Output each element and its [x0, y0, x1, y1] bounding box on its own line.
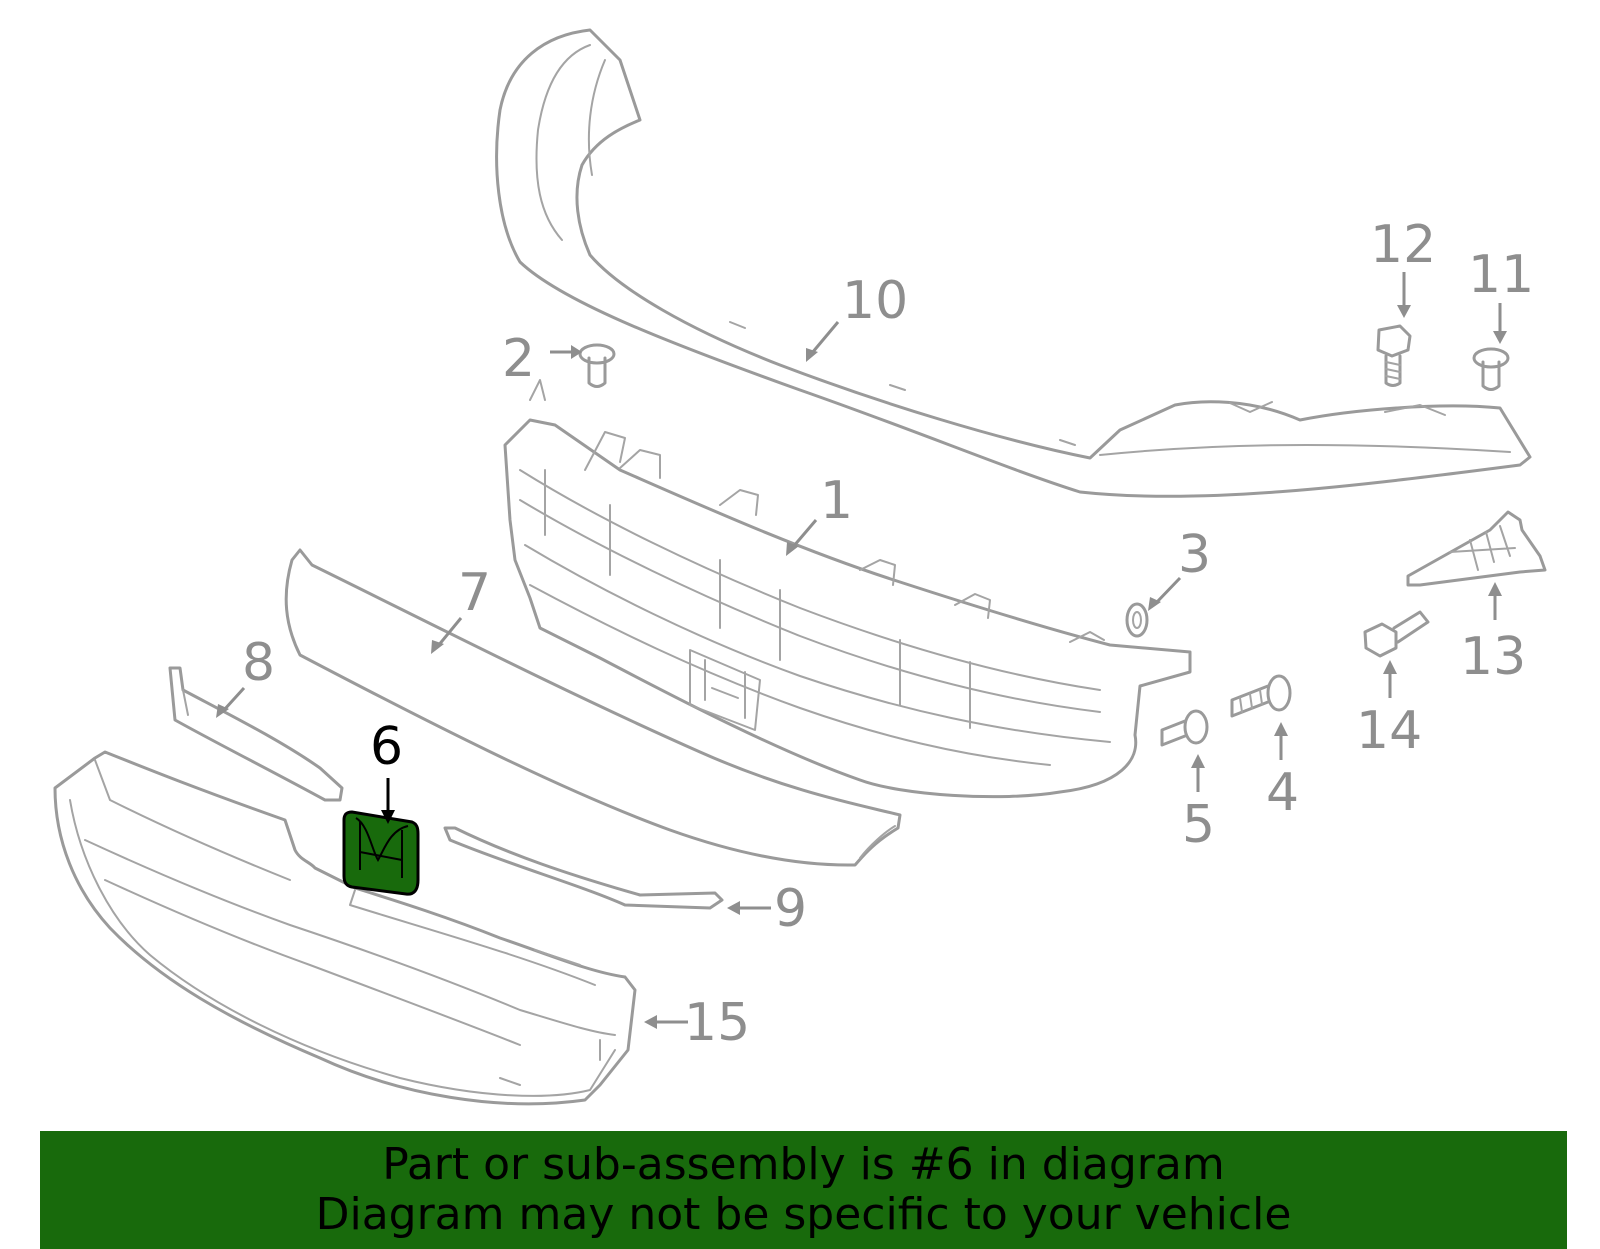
callout-10: 10 — [842, 271, 908, 331]
part-13-bracket — [1406, 510, 1547, 587]
part-4-screw — [1230, 674, 1292, 718]
part-9-right-molding — [443, 826, 724, 910]
callout-1: 1 — [820, 471, 853, 531]
part-14-bolt — [1363, 610, 1430, 658]
part-2-clip — [578, 343, 616, 388]
callout-7: 7 — [458, 563, 491, 623]
part-5-screw — [1160, 709, 1209, 747]
banner-line-2: Diagram may not be specific to your vehi… — [315, 1189, 1292, 1240]
callout-9: 9 — [774, 879, 807, 939]
callout-15: 15 — [684, 993, 750, 1053]
callout-8: 8 — [242, 633, 275, 693]
part-7-center-garnish — [284, 548, 902, 867]
part-6-emblem — [342, 810, 420, 896]
callout-6: 6 — [370, 717, 403, 777]
callout-labels: 10 1 2 12 11 3 13 14 4 5 7 8 9 15 6 — [242, 215, 1534, 1053]
callout-5: 5 — [1182, 795, 1215, 855]
banner-line-1: Part or sub-assembly is #6 in diagram — [382, 1139, 1225, 1190]
callout-3: 3 — [1178, 525, 1211, 585]
part-1-grille-base — [503, 379, 1192, 799]
callout-arrows — [216, 272, 1507, 1029]
part-3-washer — [1125, 602, 1149, 638]
callout-14: 14 — [1356, 701, 1422, 761]
part-10-upper-cover — [495, 28, 1532, 498]
callout-13: 13 — [1460, 627, 1526, 687]
part-11-clip — [1472, 347, 1510, 391]
callout-2: 2 — [502, 329, 535, 389]
part-12-bolt — [1376, 324, 1412, 387]
callout-12: 12 — [1370, 215, 1436, 275]
callout-4: 4 — [1266, 763, 1299, 823]
callout-11: 11 — [1468, 245, 1534, 305]
part-15-lower-grille — [53, 750, 637, 1106]
info-banner: Part or sub-assembly is #6 in diagram Di… — [40, 1131, 1567, 1249]
